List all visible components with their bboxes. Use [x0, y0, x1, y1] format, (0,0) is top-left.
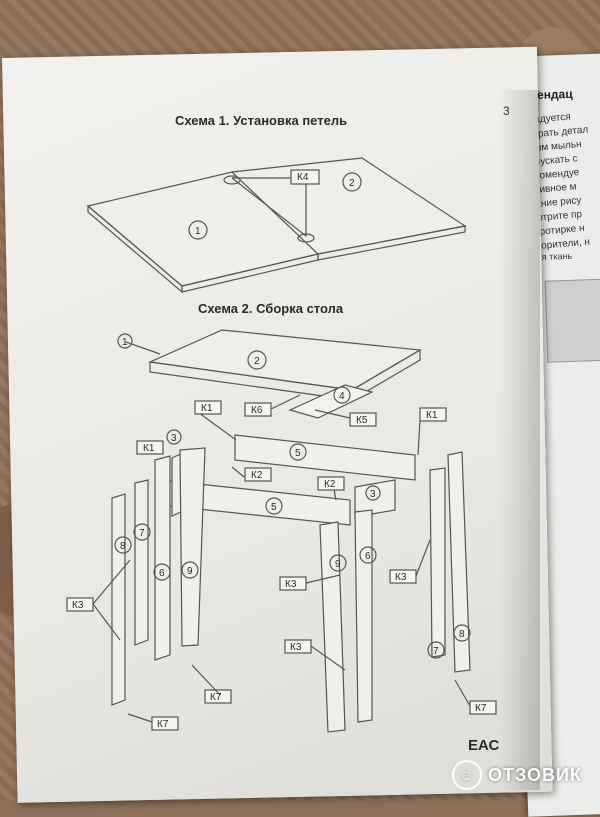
otzovik-watermark: ☺ ОТЗОВИК [452, 760, 582, 790]
label-part8: 8 [459, 629, 465, 640]
label-part3: 3 [370, 489, 376, 500]
otzovik-logo-icon: ☺ [452, 760, 482, 790]
label-k7: К7 [475, 703, 487, 714]
label-k4: К4 [297, 172, 309, 183]
label-part5: 5 [295, 448, 301, 459]
assembly-diagram: К4 1 2 1 2 4 К6 К5 К1 К1 К1 3 5 К2 К2 3 … [66, 157, 499, 754]
eac-mark-text: ЕАС [468, 737, 499, 754]
label-part4: 4 [339, 391, 345, 402]
frame-rails [159, 409, 421, 526]
label-part2: 2 [254, 356, 260, 367]
label-part6: 6 [365, 551, 371, 562]
label-k3: К3 [290, 642, 302, 653]
label-part1: 1 [195, 226, 201, 237]
label-part1: 1 [122, 337, 128, 348]
page-number: 3 [503, 104, 510, 118]
label-k7: К7 [210, 692, 222, 703]
label-part2: 2 [349, 178, 355, 189]
scheme-2-title: Схема 2. Сборка стола [198, 301, 344, 316]
label-k1: К1 [143, 443, 155, 454]
watermark-text: ОТЗОВИК [488, 764, 582, 785]
label-part9: 9 [335, 559, 341, 570]
label-k1: К1 [426, 410, 438, 421]
label-part7: 7 [433, 646, 439, 657]
scheme-1-tabletop [86, 157, 467, 294]
hinge-icon [223, 175, 241, 185]
scheme-2-tabletop [117, 329, 422, 427]
label-k3: К3 [395, 572, 407, 583]
label-part7: 7 [139, 528, 145, 539]
label-k3: К3 [285, 579, 297, 590]
table-legs [66, 400, 497, 733]
scheme-1-title: Схема 1. Установка петель [175, 113, 348, 128]
label-part6: 6 [159, 568, 165, 579]
label-part8: 8 [120, 541, 126, 552]
label-k1: К1 [201, 403, 213, 414]
label-part3: 3 [171, 433, 177, 444]
label-k2: К2 [324, 479, 336, 490]
label-part9: 9 [187, 566, 193, 577]
label-k7: К7 [157, 719, 169, 730]
label-k2: К2 [251, 470, 263, 481]
label-part5: 5 [271, 502, 277, 513]
label-k5: К5 [356, 415, 368, 426]
label-k6: К6 [251, 405, 263, 416]
label-k3: К3 [72, 600, 84, 611]
